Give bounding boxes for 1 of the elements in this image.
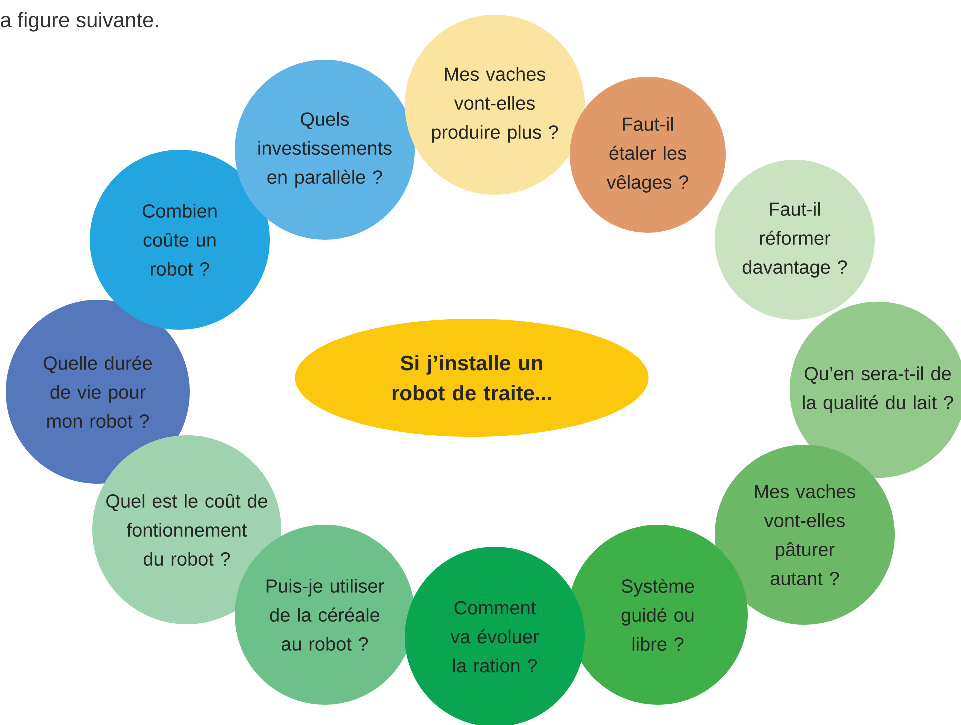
intro-text: a figure suivante.: [1, 12, 158, 32]
